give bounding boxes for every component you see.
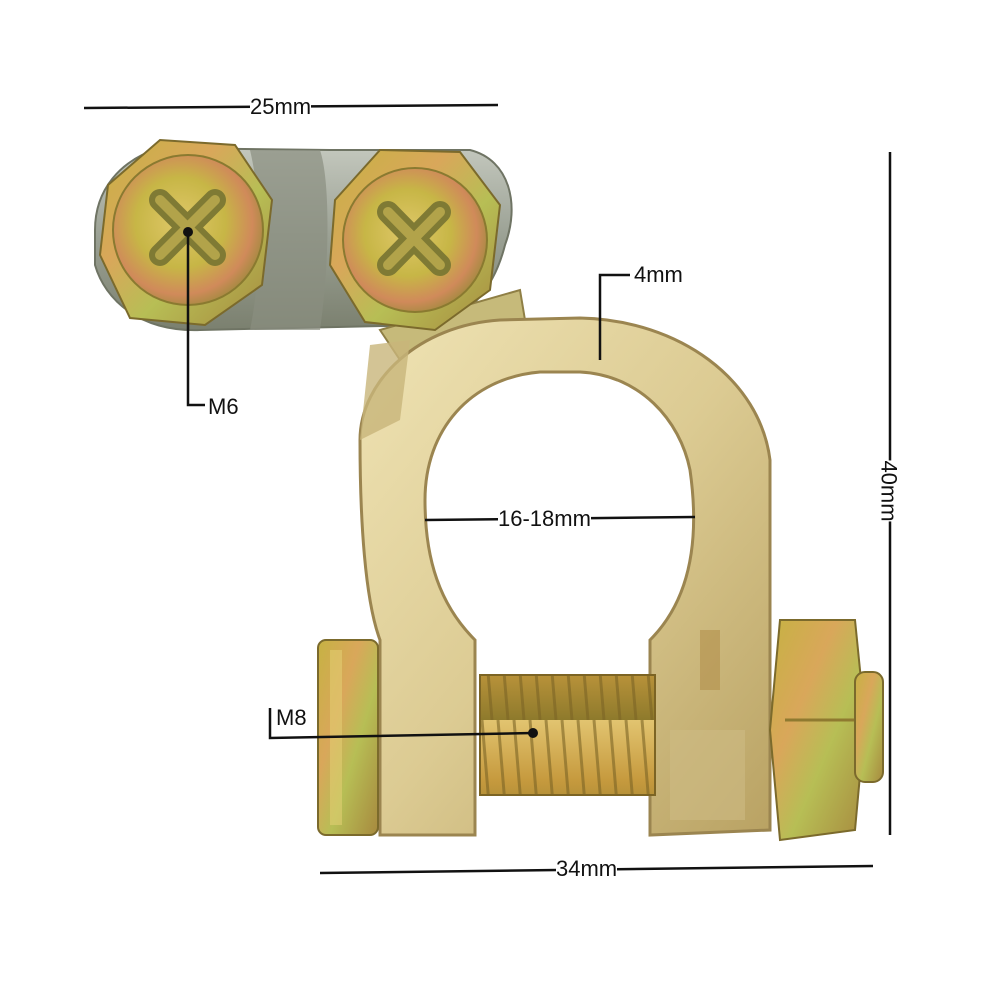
bolt-size-label: M8 bbox=[276, 705, 307, 730]
bolt-marker-dot bbox=[528, 728, 538, 738]
bottom-width-label: 34mm bbox=[556, 856, 618, 881]
bolt-leader-line bbox=[268, 708, 534, 740]
inner-diameter-label: 16-18mm bbox=[498, 506, 591, 531]
screw-marker-dot bbox=[183, 227, 193, 237]
hex-nut bbox=[768, 619, 884, 842]
screw-size-label: M6 bbox=[208, 394, 239, 419]
thickness-leader-line bbox=[598, 273, 630, 360]
height-label: 40mm bbox=[876, 460, 902, 522]
clamp-body bbox=[358, 316, 772, 837]
screw-right bbox=[328, 148, 502, 332]
thickness-label: 4mm bbox=[634, 262, 683, 287]
threaded-bolt bbox=[479, 674, 656, 796]
top-width-label: 25mm bbox=[250, 94, 312, 119]
screw-leader-line bbox=[186, 232, 205, 407]
